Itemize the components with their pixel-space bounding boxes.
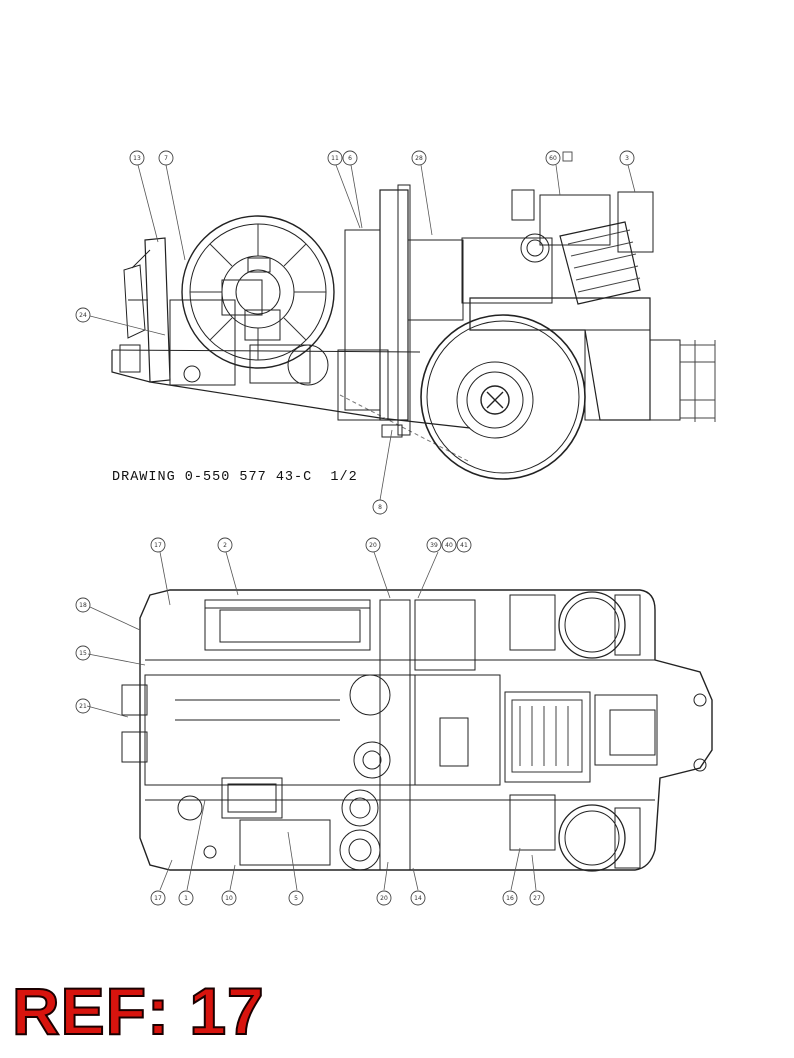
callout-number: 39 [430,542,438,549]
drawing-number-label: DRAWING 0-550 577 43-C 1/2 [112,470,358,485]
reference-stamp: REF: 17 [11,974,265,1048]
callout-number: 1 [184,895,188,902]
callout-number: 7 [164,155,168,162]
callout-number: 2 [223,542,227,549]
callout-number: 28 [415,155,423,162]
callout-number: 15 [79,650,87,657]
callout-number: 3 [625,155,629,162]
callout-number: 41 [460,542,468,549]
callout-number: 40 [445,542,453,549]
callout-number: 13 [133,155,141,162]
callout-number: 16 [506,895,514,902]
callout-number: 5 [294,895,298,902]
callout-number: 17 [154,542,162,549]
callout-number: 11 [331,155,339,162]
callout-bubbles [75,150,635,906]
callout-number: 17 [154,895,162,902]
plan-view-drawing [121,589,713,872]
callout-number: 60 [549,155,557,162]
callout-number: 21 [79,703,87,710]
side-view-drawing [111,184,716,480]
callout-leaders [86,164,636,891]
callout-number: 18 [79,602,87,609]
callout-number: 24 [79,312,87,319]
callout-number: 8 [378,504,382,511]
callout-number: 14 [414,895,422,902]
callout-number: 20 [380,895,388,902]
callout-number: 27 [533,895,541,902]
callout-number: 10 [225,895,233,902]
callout-number: 20 [369,542,377,549]
callout-number: 6 [348,155,352,162]
